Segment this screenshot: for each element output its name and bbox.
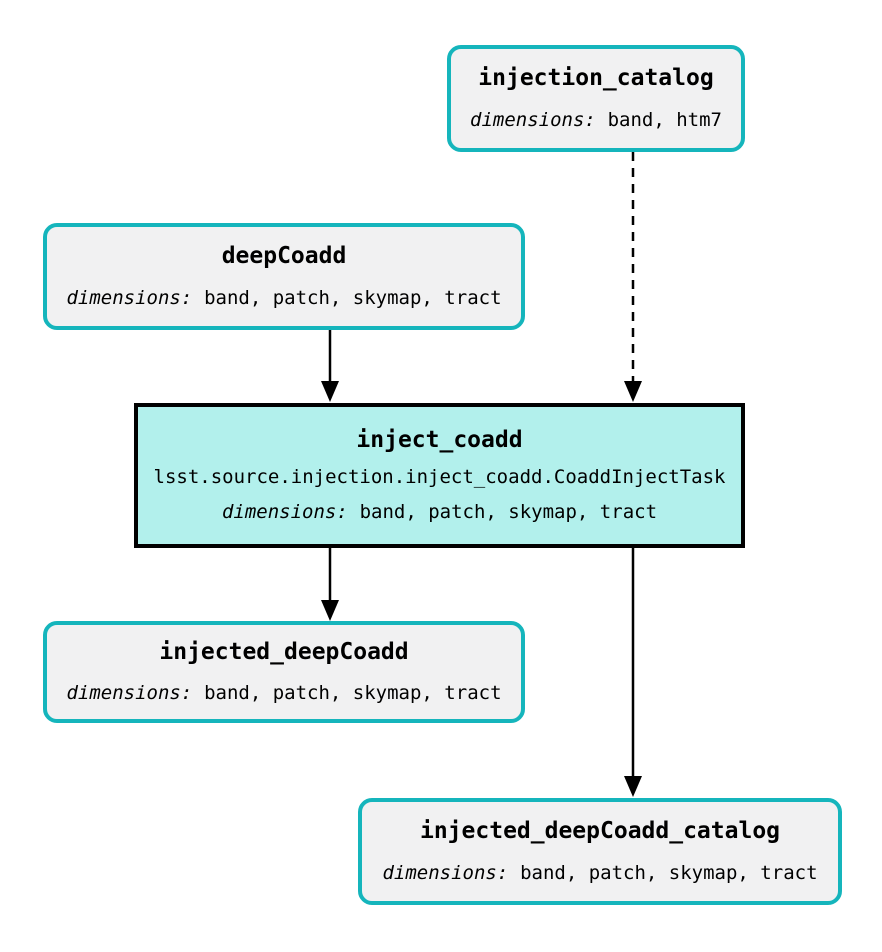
node-injected-deepcoadd-catalog: injected_deepCoadd_catalog dimensions: ba… — [358, 798, 842, 905]
task-class-path: lsst.source.injection.inject_coadd.Coadd… — [153, 465, 726, 488]
dimensions-label: dimensions: — [221, 500, 348, 523]
node-title: deepCoadd — [221, 243, 347, 270]
dimensions-values: band, htm7 — [607, 108, 722, 131]
node-title: injected_deepCoadd_catalog — [419, 818, 781, 845]
node-dimensions: dimensions: band, htm7 — [470, 108, 722, 132]
edge-inject-coadd-to-injected-deepcoadd-catalog — [624, 548, 642, 797]
node-inject-coadd: inject_coadd lsst.source.injection.injec… — [134, 403, 745, 548]
dimensions-label: dimensions: — [66, 286, 193, 309]
node-title: inject_coadd — [356, 427, 523, 454]
dimensions-values: band, patch, skymap, tract — [204, 286, 502, 309]
dimensions-values: band, patch, skymap, tract — [359, 500, 658, 523]
node-dimensions: dimensions: band, patch, skymap, tract — [66, 286, 502, 310]
node-dimensions: dimensions: band, patch, skymap, tract — [66, 682, 502, 705]
node-title: injected_deepCoadd — [159, 638, 409, 665]
edge-deepcoadd-to-inject-coadd — [321, 330, 339, 402]
node-dimensions: dimensions: band, patch, skymap, tract — [221, 500, 658, 524]
dimensions-label: dimensions: — [470, 108, 596, 131]
node-injection-catalog: injection_catalog dimensions: band, htm7 — [447, 45, 745, 152]
edge-injection-catalog-to-inject-coadd — [624, 152, 642, 402]
node-deepcoadd: deepCoadd dimensions: band, patch, skymap… — [43, 223, 525, 330]
dimensions-label: dimensions: — [382, 861, 509, 884]
node-injected-deepcoadd: injected_deepCoadd dimensions: band, patc… — [43, 621, 525, 723]
dimensions-values: band, patch, skymap, tract — [204, 682, 502, 705]
edge-inject-coadd-to-injected-deepcoadd — [321, 548, 339, 621]
dimensions-values: band, patch, skymap, tract — [520, 861, 818, 884]
node-title: injection_catalog — [478, 65, 714, 92]
node-dimensions: dimensions: band, patch, skymap, tract — [382, 861, 818, 885]
dimensions-label: dimensions: — [66, 682, 193, 705]
